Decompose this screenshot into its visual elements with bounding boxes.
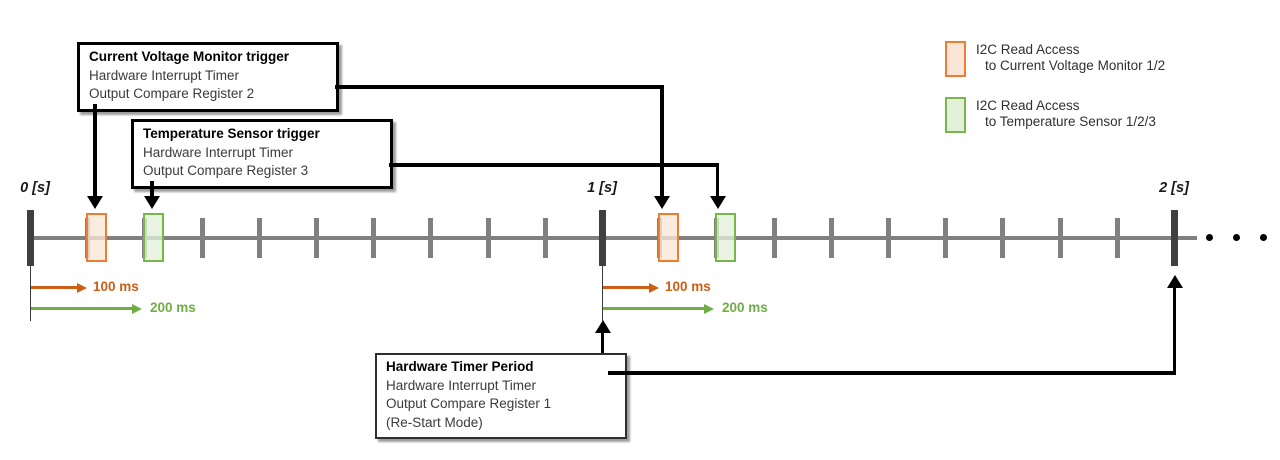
cvm-arrow-1s-shaft: [660, 85, 664, 197]
arrowhead-down-icon: [709, 196, 726, 209]
callout-period-line3: (Re-Start Mode): [386, 414, 483, 430]
continuation-dot: [1206, 234, 1213, 241]
callout-cvm-title: Current Voltage Monitor trigger: [89, 49, 290, 64]
interval-arrow-200ms-0s: [31, 307, 132, 310]
interval-label-200ms-1s: 200 ms: [722, 300, 768, 315]
arrowhead-right-icon: [649, 283, 659, 293]
i2c-read-access-current-voltage-monitor: [657, 213, 679, 262]
temp-arrow-0s-shaft: [150, 181, 154, 198]
arrowhead-down-icon: [144, 196, 160, 209]
interval-label-100ms-1s: 100 ms: [665, 279, 711, 294]
legend-cvm-text: I2C Read Access to Current Voltage Monit…: [976, 41, 1165, 73]
time-label-1s: 1 [s]: [587, 180, 617, 196]
callout-temp-title: Temperature Sensor trigger: [143, 126, 320, 141]
minor-tick: [371, 218, 377, 258]
continuation-dot: [1260, 234, 1267, 241]
arrowhead-down-icon: [87, 196, 103, 209]
cvm-connector-horizontal: [335, 85, 664, 89]
major-tick-1s: [599, 210, 606, 266]
period-arrow-1s-shaft: [600, 331, 604, 353]
callout-temp-line2: Output Compare Register 3: [143, 163, 309, 178]
arrowhead-up-icon: [1166, 275, 1183, 288]
minor-tick: [199, 218, 205, 258]
minor-tick: [943, 218, 949, 258]
callout-period-line1: Hardware Interrupt Timer: [386, 377, 537, 393]
callout-temp-line1: Hardware Interrupt Timer: [143, 144, 294, 160]
legend-cvm-line2: to Current Voltage Monitor 1/2: [985, 57, 1166, 73]
legend-item-cvm: I2C Read Access to Current Voltage Monit…: [945, 41, 1165, 77]
temp-connector-horizontal: [389, 163, 719, 167]
baseline-1s: [602, 264, 603, 321]
minor-tick: [428, 218, 434, 258]
legend-cvm-line1: I2C Read Access: [976, 42, 1080, 57]
callout-period-title: Hardware Timer Period: [386, 359, 534, 374]
minor-tick: [771, 218, 777, 258]
time-label-2s: 2 [s]: [1159, 180, 1189, 196]
callout-temp-trigger: Temperature Sensor trigger Hardware Inte…: [131, 119, 393, 189]
minor-tick: [485, 218, 491, 258]
callout-timer-period: Hardware Timer Period Hardware Interrupt…: [375, 353, 627, 439]
time-label-0s: 0 [s]: [20, 180, 50, 196]
continuation-dot: [1233, 234, 1240, 241]
legend-temp-text: I2C Read Access to Temperature Sensor 1/…: [976, 97, 1156, 129]
callout-cvm-line1: Hardware Interrupt Timer: [89, 67, 240, 83]
period-arrow-2s-shaft: [1172, 286, 1176, 373]
interval-arrow-100ms-1s: [603, 286, 649, 289]
interval-label-200ms-0s: 200 ms: [150, 300, 196, 315]
interval-label-100ms-0s: 100 ms: [93, 279, 139, 294]
i2c-read-access-temperature-sensor: [142, 213, 164, 262]
arrowhead-down-icon: [654, 196, 670, 209]
minor-tick: [1057, 218, 1063, 258]
minor-tick: [256, 218, 262, 258]
legend-item-temp: I2C Read Access to Temperature Sensor 1/…: [945, 97, 1156, 133]
i2c-read-access-current-voltage-monitor: [85, 213, 107, 262]
cvm-swatch-icon: [945, 41, 966, 77]
callout-cvm-trigger: Current Voltage Monitor trigger Hardware…: [77, 42, 339, 112]
interval-arrow-200ms-1s: [603, 307, 704, 310]
arrowhead-right-icon: [132, 304, 142, 314]
minor-tick: [1000, 218, 1006, 258]
period-connector-horizontal: [608, 371, 1176, 375]
timeline-axis: [29, 236, 1197, 240]
callout-period-line2: Output Compare Register 1: [386, 396, 552, 411]
arrowhead-up-icon: [594, 320, 611, 333]
arrowhead-right-icon: [77, 283, 87, 293]
minor-tick: [542, 218, 548, 258]
minor-tick: [828, 218, 834, 258]
legend-temp-line1: I2C Read Access: [976, 98, 1080, 113]
cvm-arrow-0s-shaft: [93, 104, 97, 198]
baseline-0s: [30, 265, 31, 321]
temp-arrow-1s-shaft: [715, 163, 719, 197]
major-tick-2s: [1171, 210, 1178, 266]
legend-temp-line2: to Temperature Sensor 1/2/3: [985, 113, 1156, 129]
temp-swatch-icon: [945, 97, 966, 133]
interval-arrow-100ms-0s: [31, 286, 77, 289]
callout-cvm-line2: Output Compare Register 2: [89, 86, 255, 101]
major-tick-0s: [27, 210, 34, 266]
minor-tick: [886, 218, 891, 258]
minor-tick: [314, 218, 319, 258]
minor-tick: [1114, 218, 1120, 258]
arrowhead-right-icon: [704, 304, 714, 314]
i2c-read-access-temperature-sensor: [714, 213, 736, 262]
